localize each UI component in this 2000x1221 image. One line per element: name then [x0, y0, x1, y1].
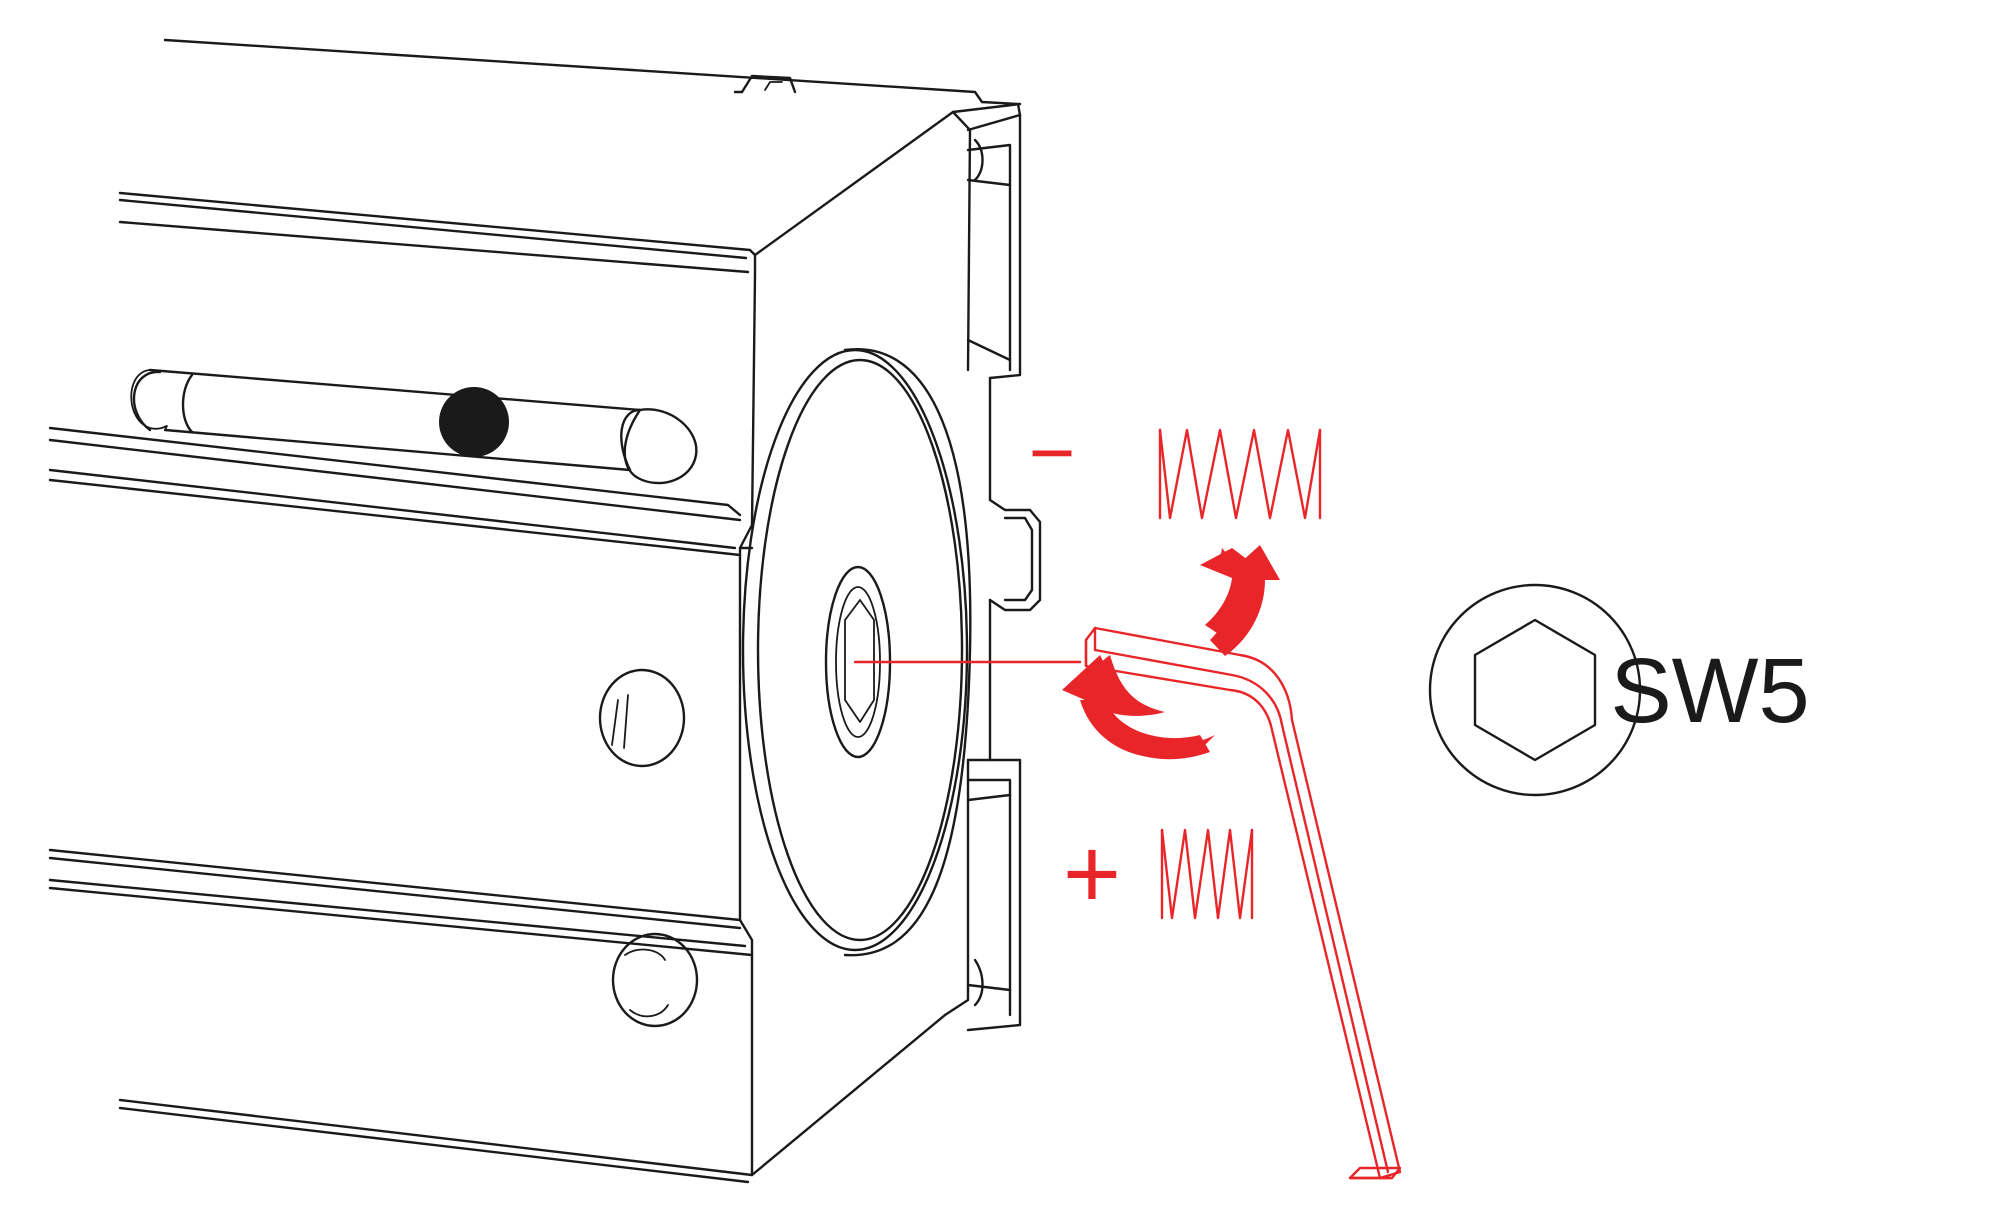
minus-symbol: − — [1029, 408, 1076, 497]
roller-tube-housing — [48, 38, 1022, 1184]
indicator-ball — [439, 387, 509, 457]
end-cap-disc — [741, 347, 972, 957]
rotate-arrow-icon — [1062, 545, 1280, 760]
side-screw-hole-middle — [598, 668, 686, 768]
hex-socket-icon — [1428, 583, 1642, 797]
guide-slot — [130, 368, 698, 485]
wrench-size-label: SW5 — [1610, 640, 1809, 742]
side-screw-hole-lower — [611, 932, 699, 1028]
plus-symbol: + — [1063, 818, 1121, 930]
allen-key-icon — [1084, 626, 1402, 1180]
mounting-bracket — [966, 113, 1042, 1032]
spring-minus: − — [1029, 408, 1322, 520]
spring-plus: + — [1063, 818, 1254, 930]
